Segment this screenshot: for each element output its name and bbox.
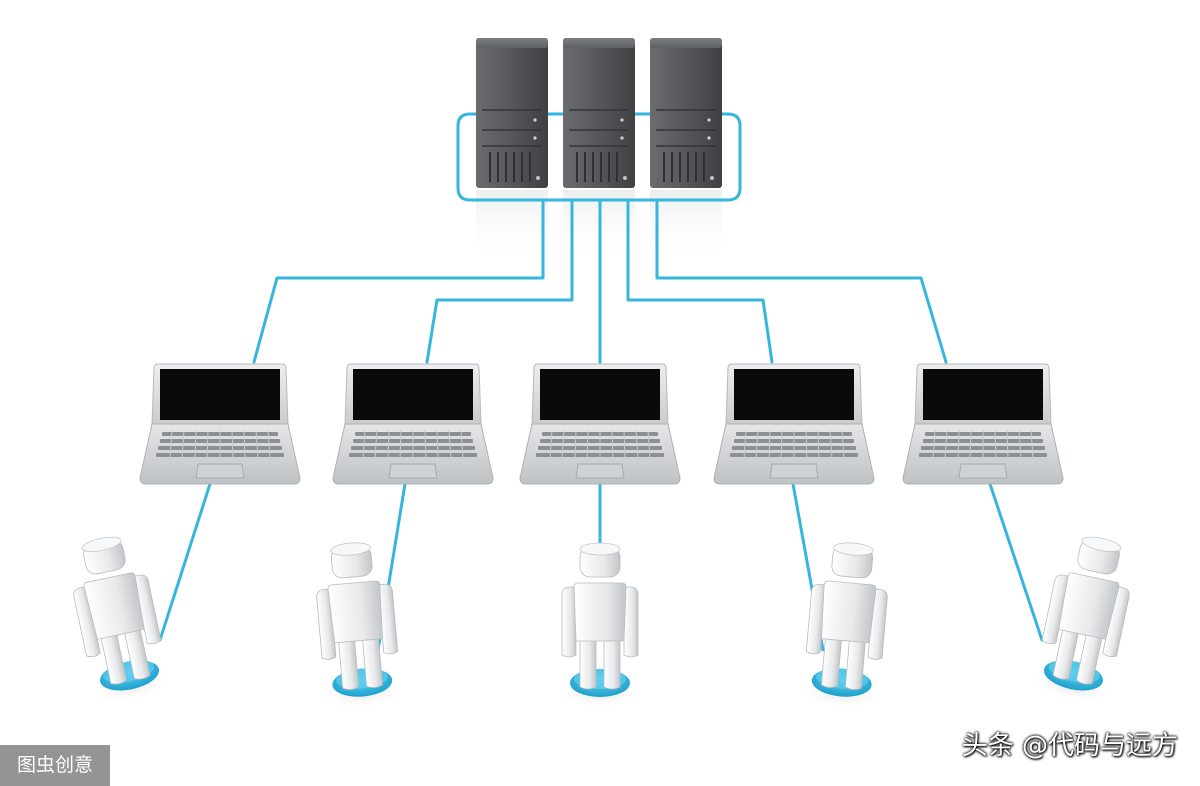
cable-to-laptop-2 [425,198,574,364]
laptop-icon [519,363,681,485]
cable-to-user-1 [158,482,212,642]
cable-to-user-5 [988,482,1044,642]
user-icon [1024,528,1147,711]
user-icon [795,538,899,713]
laptop-icon [713,363,875,485]
laptop-icon [332,363,494,485]
laptop-group [139,363,1064,485]
user-group [56,528,1147,713]
server-icon [563,38,635,188]
server-icon [650,38,722,188]
network-cables [158,112,1044,652]
server-icon [476,38,548,188]
cable-to-laptop-5 [655,198,948,364]
server-group [476,38,722,188]
user-icon [555,542,645,710]
watermark-left: 图虫创意 [0,745,110,786]
watermark-right: 头条 @代码与远方 [961,731,1178,761]
server-ring-cable [456,112,742,202]
laptop-icon [139,363,301,485]
cable-to-laptop-4 [626,198,774,364]
laptop-icon [902,363,1064,485]
cable-to-laptop-1 [252,198,545,364]
user-icon [56,528,179,711]
